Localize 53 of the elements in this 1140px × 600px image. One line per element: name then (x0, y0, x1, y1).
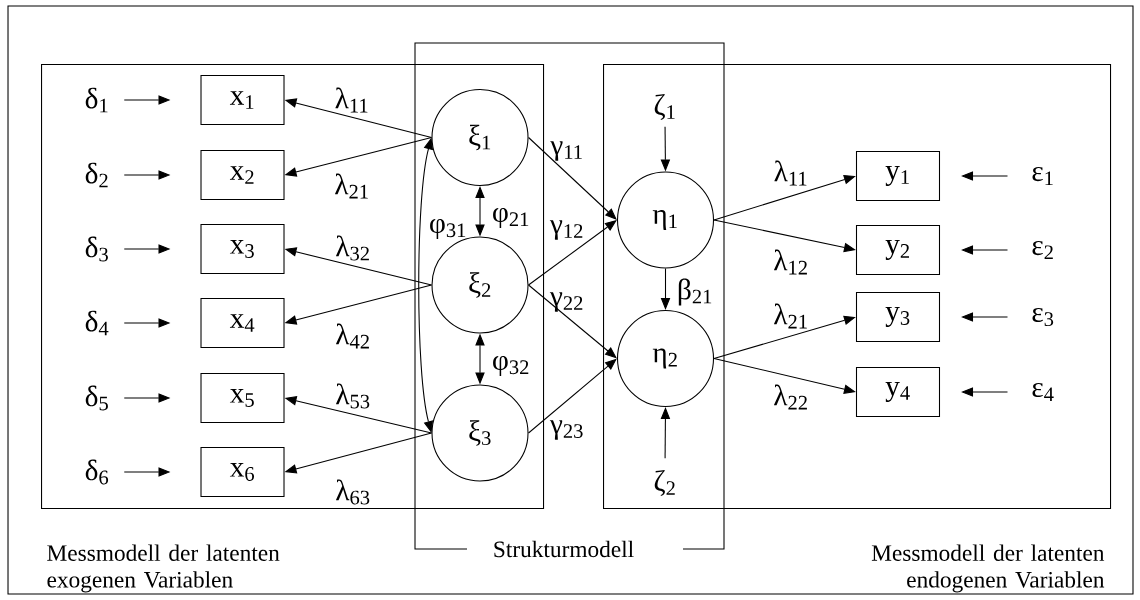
arrow (528, 284, 617, 359)
error-term: ε$_{3}$ (1032, 307, 1054, 327)
arrow (961, 171, 1009, 181)
indicator-box: x$_{2}$ (200, 149, 285, 201)
arrow (528, 220, 617, 286)
indicator-box: y$_{2}$ (855, 224, 941, 276)
indicator-box: x$_{4}$ (200, 297, 285, 349)
edge-label: λ$_{12}$ (774, 249, 807, 275)
panel-title: Strukturmodell (494, 540, 634, 558)
edge-label: λ$_{42}$ (336, 323, 369, 349)
edge-label: λ$_{11}$ (774, 160, 807, 186)
error-term: δ$_{5}$ (85, 385, 108, 411)
error-term: δ$_{1}$ (85, 87, 108, 113)
arrow (713, 174, 856, 221)
indicator-box: x$_{6}$ (200, 446, 285, 498)
edge-label: γ$_{11}$ (550, 141, 582, 161)
error-term: δ$_{3}$ (85, 236, 108, 262)
error-term: δ$_{6}$ (85, 459, 109, 485)
indicator-box: y$_{3}$ (855, 291, 941, 343)
edge-label: γ$_{12}$ (549, 220, 583, 240)
arrow (713, 219, 856, 253)
indicator-box: y$_{1}$ (855, 150, 941, 202)
edge-label: λ$_{32}$ (336, 235, 369, 261)
edge-label: φ$_{32}$ (493, 355, 529, 377)
arrow (528, 136, 617, 220)
node-label: Messmodell der latenten endogenen Variablen (871, 544, 1105, 593)
edge-label: φ$_{21}$ (493, 207, 529, 229)
indicator-box: x$_{1}$ (200, 74, 285, 126)
arrow (713, 357, 856, 394)
edge-label: β$_{21}$ (678, 278, 712, 306)
edge-label: λ$_{21}$ (774, 303, 807, 329)
edge-label: λ$_{11}$ (335, 87, 368, 113)
error-term: δ$_{2}$ (85, 162, 108, 188)
edge-label: λ$_{22}$ (774, 384, 807, 410)
node-label: Messmodell der latenten exogenen Variablen (47, 544, 280, 593)
indicator-box: x$_{5}$ (200, 372, 285, 424)
arrow (961, 387, 1009, 397)
error-term: ε$_{1}$ (1032, 167, 1053, 185)
arrow (713, 315, 856, 360)
edge-label: λ$_{63}$ (336, 479, 370, 505)
indicator-box: y$_{4}$ (855, 366, 941, 418)
arrow (961, 245, 1009, 255)
error-term: δ$_{4}$ (85, 310, 109, 336)
edge-label: λ$_{53}$ (336, 383, 370, 409)
indicator-box: x$_{3}$ (200, 223, 285, 275)
edge-label: γ$_{23}$ (549, 420, 583, 440)
arrow (528, 358, 617, 434)
error-term: ε$_{2}$ (1032, 241, 1053, 259)
arrow (660, 268, 671, 310)
error-term: ε$_{4}$ (1032, 383, 1054, 401)
edge-label: γ$_{22}$ (549, 292, 583, 312)
edge-label: λ$_{21}$ (335, 173, 368, 199)
arrow (961, 312, 1009, 322)
